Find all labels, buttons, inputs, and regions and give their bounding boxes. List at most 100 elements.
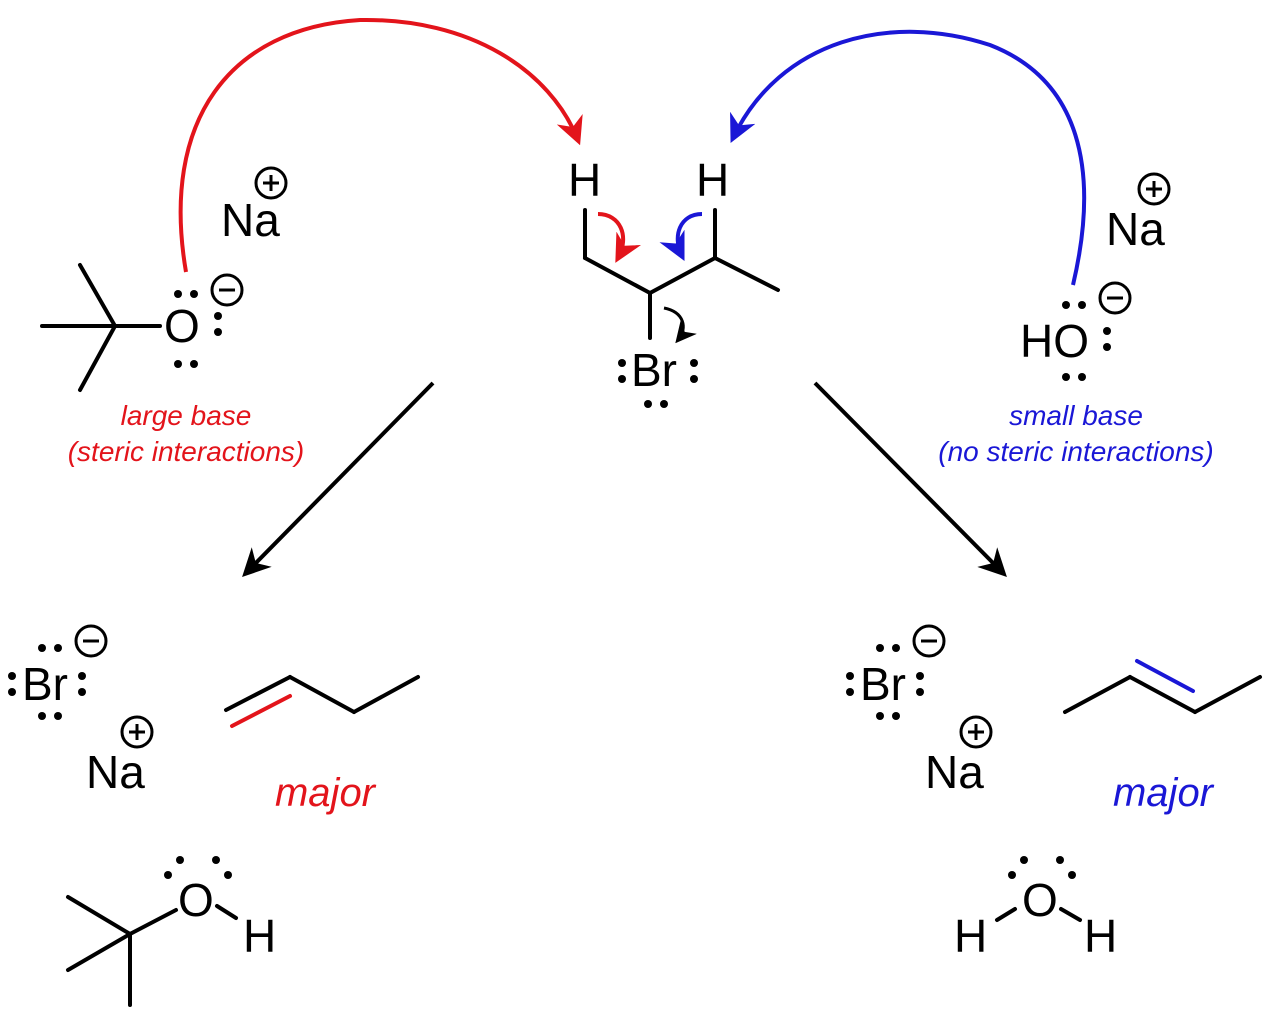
small-base-sublabel: (no steric interactions): [938, 436, 1213, 467]
lone-pair-dot: [214, 328, 222, 336]
hydrogen-label: H: [1084, 910, 1117, 962]
reaction-arrow-left: [242, 381, 435, 577]
sodium-tert-butoxide: Na O: [40, 166, 288, 392]
bond: [713, 256, 780, 292]
lone-pair-dot: [38, 644, 46, 652]
bond: [1193, 675, 1262, 714]
minus-charge-icon: [74, 624, 108, 658]
lone-pair-dot: [54, 712, 62, 720]
lone-pair-dot: [892, 644, 900, 652]
plus-charge-icon: [1137, 172, 1171, 206]
lone-pair-dot: [214, 312, 222, 320]
substrate-h-right: H: [696, 154, 729, 206]
lone-pair-dot: [916, 672, 924, 680]
bromide-label: Br: [22, 658, 68, 710]
minus-charge-icon: [1098, 281, 1132, 315]
lone-pair-dot: [876, 712, 884, 720]
sodium-label: Na: [86, 746, 145, 798]
bond: [1128, 675, 1197, 714]
tert-butanol-product: O H: [66, 856, 276, 1007]
bond: [66, 895, 132, 936]
bond: [128, 908, 178, 936]
hydrogen-label: H: [243, 910, 276, 962]
lone-pair-dot: [876, 644, 884, 652]
sodium-label: Na: [925, 746, 984, 798]
lone-pair-dot: [690, 375, 698, 383]
small-base-label: small base: [1009, 400, 1143, 431]
bond: [1063, 675, 1132, 714]
lone-pair-dot: [618, 375, 626, 383]
bond: [288, 675, 356, 714]
plus-charge-icon: [254, 166, 288, 200]
lone-pair-dot: [1062, 373, 1070, 381]
lone-pair-dot: [1078, 373, 1086, 381]
substrate-h-left: H: [568, 154, 601, 206]
small-black-push-arrow: [663, 306, 697, 344]
lone-pair-dot: [78, 672, 86, 680]
reaction-arrow-right: [813, 381, 1007, 577]
plus-charge-icon: [959, 715, 993, 749]
lone-pair-dot: [1078, 301, 1086, 309]
sodium-label: Na: [1106, 203, 1165, 255]
lone-pair-dot: [38, 712, 46, 720]
oxygen-label: O: [178, 874, 214, 926]
hydroxide-label: HO: [1020, 315, 1089, 367]
lone-pair-dot: [1103, 327, 1111, 335]
blue-curved-arrow: [730, 29, 1087, 286]
major-label-left: major: [275, 771, 377, 815]
sodium-ion-right: Na: [925, 715, 993, 798]
lone-pair-dot: [212, 856, 220, 864]
lone-pair-dot: [1020, 856, 1028, 864]
bond: [78, 263, 117, 328]
lone-pair-dot: [174, 360, 182, 368]
bond: [224, 675, 292, 712]
oxygen-label: O: [164, 300, 200, 352]
hydrogen-label: H: [954, 910, 987, 962]
large-base-label: large base: [121, 400, 252, 431]
lone-pair-dot: [8, 672, 16, 680]
sodium-ion-left: Na: [86, 715, 154, 798]
lone-pair-dot: [54, 644, 62, 652]
lone-pair-dot: [190, 290, 198, 298]
bond: [648, 256, 717, 295]
lone-pair-dot: [176, 856, 184, 864]
lone-pair-dot: [1056, 856, 1064, 864]
lone-pair-dot: [644, 400, 652, 408]
1-butene-product: [224, 675, 420, 728]
bromide-ion-right: Br: [846, 624, 946, 720]
plus-charge-icon: [120, 715, 154, 749]
blue-double-bond: [1135, 659, 1195, 693]
lone-pair-dot: [1062, 301, 1070, 309]
bond: [995, 907, 1017, 922]
small-red-push-arrow: [597, 212, 642, 263]
small-blue-push-arrow: [659, 212, 703, 262]
lone-pair-dot: [78, 688, 86, 696]
red-double-bond: [230, 694, 292, 728]
lone-pair-dot: [1008, 871, 1016, 879]
lone-pair-dot: [174, 290, 182, 298]
lone-pair-dot: [690, 359, 698, 367]
bromide-ion-left: Br: [8, 624, 108, 720]
substrate-br: Br: [631, 344, 677, 396]
large-base-sublabel: (steric interactions): [68, 436, 305, 467]
oxygen-label: O: [1022, 874, 1058, 926]
lone-pair-dot: [1103, 343, 1111, 351]
lone-pair-dot: [8, 688, 16, 696]
bromide-label: Br: [860, 658, 906, 710]
bond: [78, 324, 117, 392]
lone-pair-dot: [892, 712, 900, 720]
red-curved-arrow: [178, 17, 583, 273]
lone-pair-dot: [224, 871, 232, 879]
bond: [215, 904, 238, 920]
sodium-label: Na: [221, 194, 280, 246]
water-product: O H H: [954, 856, 1117, 962]
lone-pair-dot: [660, 400, 668, 408]
major-label-right: major: [1113, 771, 1215, 815]
minus-charge-icon: [210, 273, 244, 307]
substrate-2-bromobutane: H H Br: [568, 154, 780, 408]
2-butene-product: [1063, 659, 1262, 714]
lone-pair-dot: [1068, 871, 1076, 879]
bond: [352, 675, 420, 714]
